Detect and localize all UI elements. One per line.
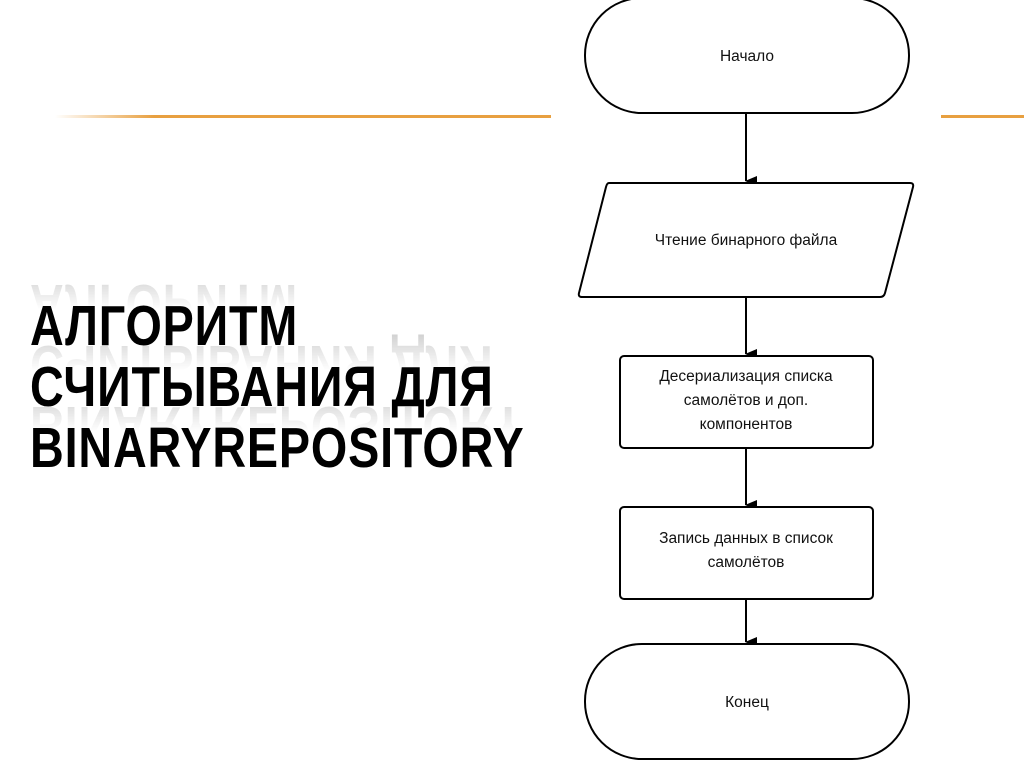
terminator-shape: [584, 643, 910, 760]
title-line-2: СЧИТЫВАНИЯ ДЛЯ: [30, 357, 493, 418]
node-deserialize: Десериализация списка самолётов и доп. к…: [619, 355, 874, 449]
node-end-label: Конец: [725, 694, 769, 711]
node-deserialize-label-2: самолётов и доп.: [684, 392, 808, 409]
node-deserialize-label-1: Десериализация списка: [659, 368, 833, 385]
title-line-3: BINARYREPOSITORY: [30, 418, 524, 479]
node-write-label-2: самолётов: [708, 554, 785, 571]
node-deserialize-label-3: компонентов: [700, 416, 793, 433]
title-line-1: АЛГОРИТМ: [30, 296, 456, 357]
node-read: Чтение бинарного файла: [577, 182, 915, 298]
slide-title: АЛГОРИТМ СЧИТЫВАНИЯ ДЛЯ BINARYREPOSITORY: [30, 296, 524, 479]
node-write-label-1: Запись данных в список: [659, 530, 833, 547]
node-end: Конец: [584, 643, 910, 760]
accent-line-left: [55, 115, 551, 118]
node-start-label: Начало: [720, 48, 774, 65]
accent-line-right: [941, 115, 1024, 118]
node-write: Запись данных в список самолётов: [619, 506, 874, 600]
node-start: Начало: [584, 0, 910, 114]
io-shape: [577, 182, 915, 298]
process-shape: [619, 506, 874, 600]
node-read-label: Чтение бинарного файла: [655, 232, 838, 249]
